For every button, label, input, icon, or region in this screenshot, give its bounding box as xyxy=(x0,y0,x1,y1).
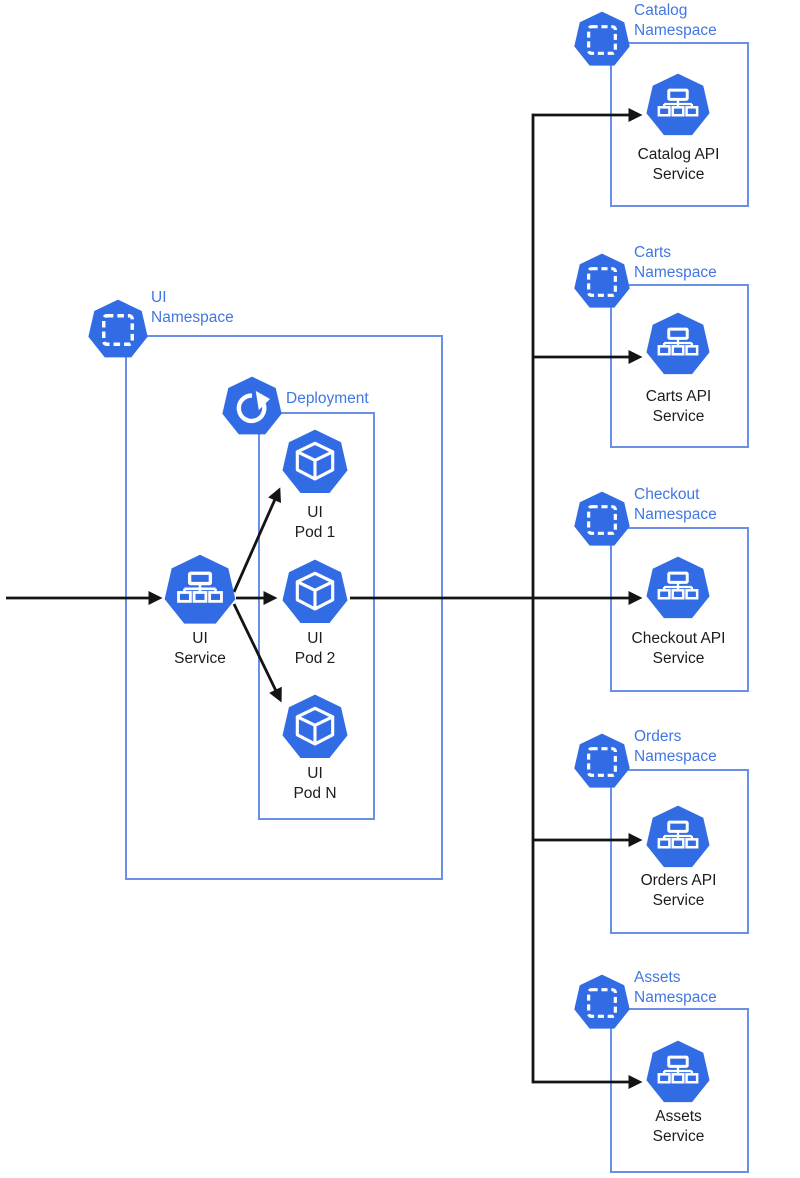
ui-namespace-label: UI Namespace xyxy=(151,289,234,326)
orders-api-service-label: Orders API Service xyxy=(640,872,717,909)
assets-namespace-box xyxy=(610,1008,749,1173)
carts-api-service-icon xyxy=(645,312,711,378)
assets-namespace-label: Assets Namespace xyxy=(634,969,717,1006)
orders-namespace-box xyxy=(610,769,749,934)
catalog-namespace-box xyxy=(610,42,749,207)
carts-namespace-icon xyxy=(573,253,631,311)
checkout-namespace-label: Checkout Namespace xyxy=(634,486,717,523)
orders-namespace-label: Orders Namespace xyxy=(634,728,717,765)
orders-api-service-icon xyxy=(645,805,711,871)
deployment-box xyxy=(258,412,375,820)
carts-namespace-label: Carts Namespace xyxy=(634,244,717,281)
carts-namespace-box xyxy=(610,284,749,448)
ui-service-icon xyxy=(163,554,237,628)
deployment-icon xyxy=(221,376,283,438)
carts-api-service-label: Carts API Service xyxy=(645,388,712,425)
ui-pod-n-label: UI Pod N xyxy=(293,765,337,802)
orders-namespace-icon xyxy=(573,733,631,791)
ui-pod-2-label: UI Pod 2 xyxy=(294,630,336,667)
ui-pod-n-icon xyxy=(281,694,349,762)
ui-pod-2-icon xyxy=(281,559,349,627)
assets-service-icon xyxy=(645,1040,711,1106)
checkout-api-service-icon xyxy=(645,556,711,622)
deployment-label: Deployment xyxy=(286,390,369,407)
checkout-namespace-icon xyxy=(573,491,631,549)
catalog-namespace-label: Catalog Namespace xyxy=(634,2,717,39)
ui-pod-1-icon xyxy=(281,429,349,497)
catalog-api-service-label: Catalog API Service xyxy=(637,146,720,183)
checkout-namespace-box xyxy=(610,527,749,692)
ui-namespace-box xyxy=(125,335,443,880)
catalog-namespace-icon xyxy=(573,11,631,69)
ui-service-label: UI Service xyxy=(174,630,226,667)
ui-namespace-icon xyxy=(87,299,149,361)
checkout-api-service-label: Checkout API Service xyxy=(631,630,726,667)
assets-namespace-icon xyxy=(573,974,631,1032)
ui-pod-1-label: UI Pod 1 xyxy=(294,504,336,541)
assets-service-label: Assets Service xyxy=(652,1108,705,1145)
catalog-api-service-icon xyxy=(645,73,711,139)
